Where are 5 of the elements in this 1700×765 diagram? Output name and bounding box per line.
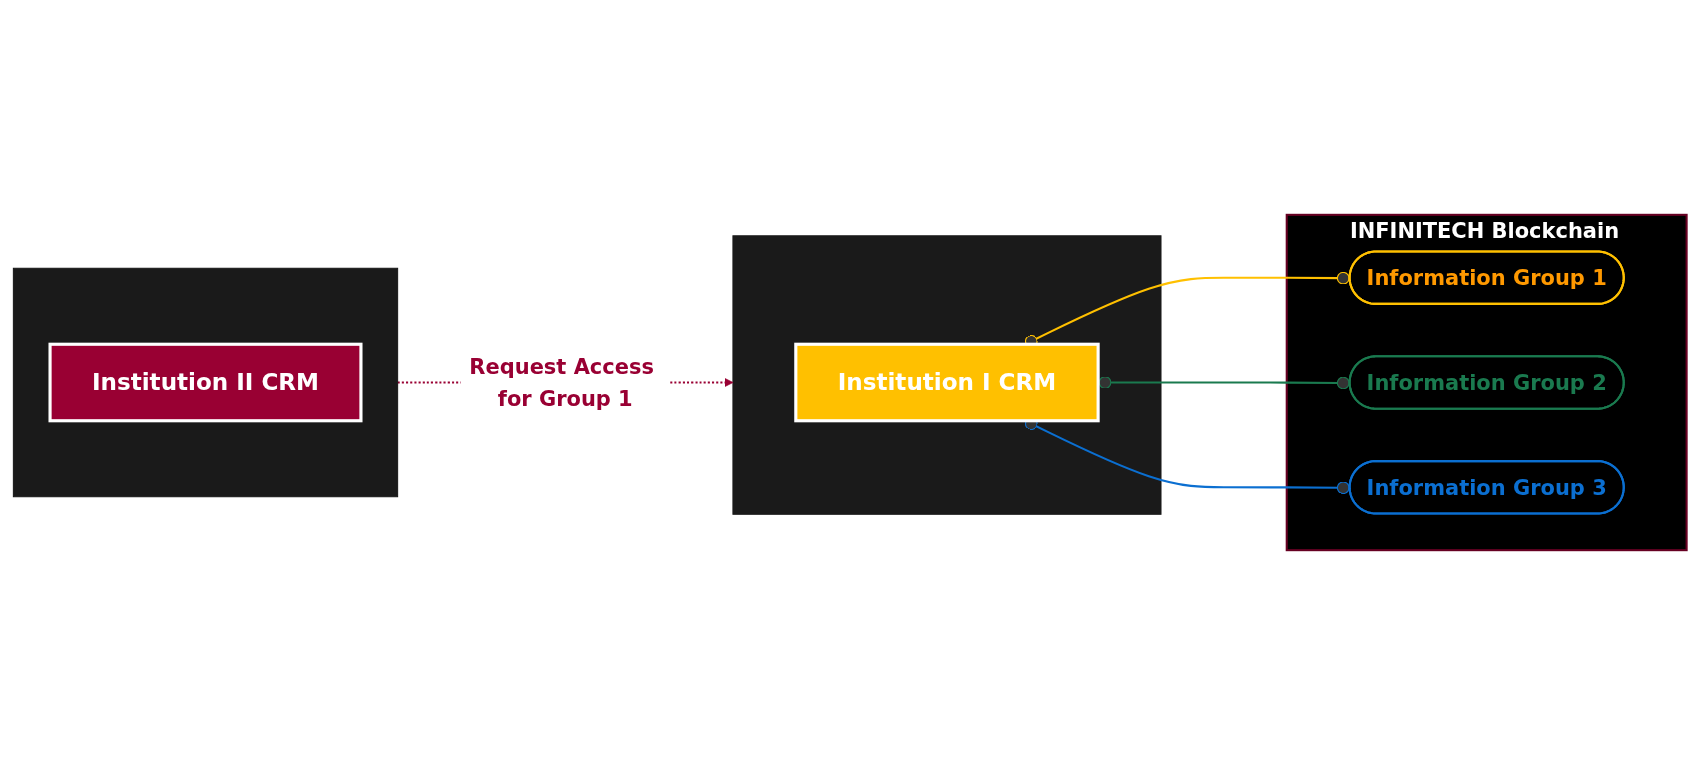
cluster <box>12 267 399 498</box>
cluster <box>732 235 1162 515</box>
edge-label: Request Access for Group 1 <box>469 354 654 411</box>
node-box: Institution I CRM <box>794 342 1100 423</box>
node-box: Institution II CRM <box>48 342 363 423</box>
